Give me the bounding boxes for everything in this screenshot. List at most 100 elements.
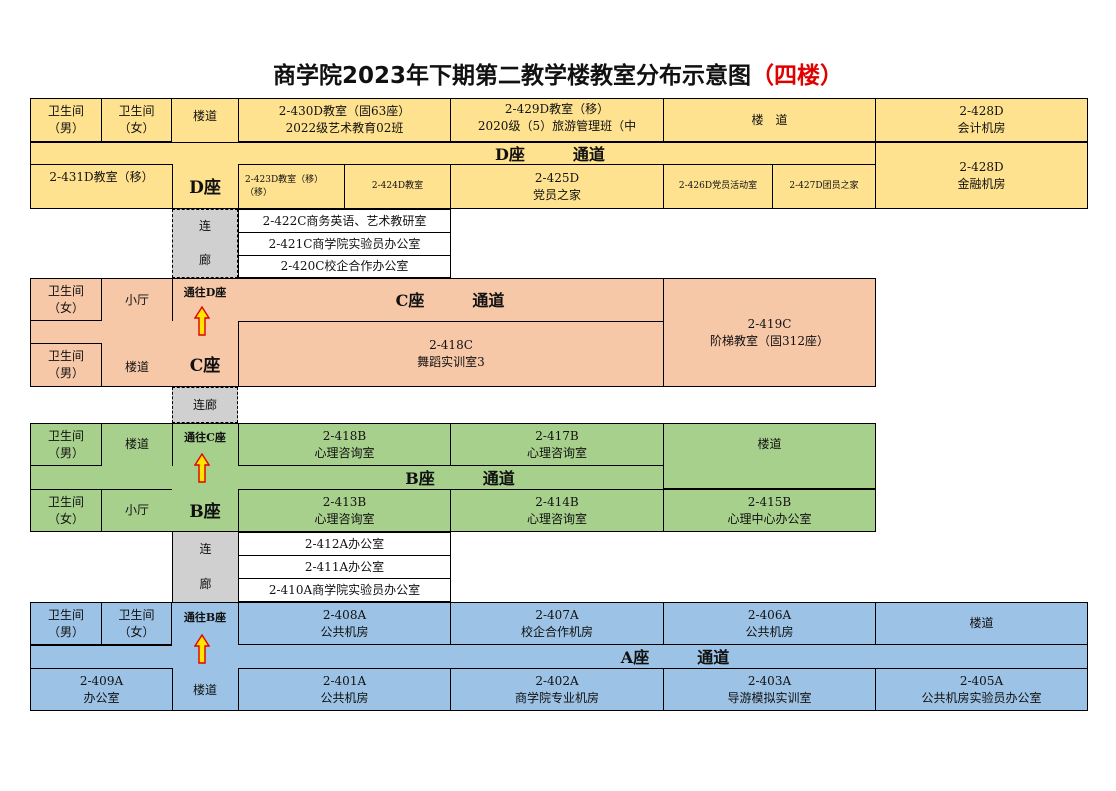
b-toilet-male[interactable]: 卫生间（男） bbox=[30, 423, 102, 466]
dc-corridor-link[interactable]: 连廊 bbox=[172, 209, 238, 278]
b-stairs-right[interactable]: 楼道 bbox=[663, 423, 876, 489]
d-toilet-female[interactable]: 卫生间（女） bbox=[101, 98, 172, 142]
label: 会计机房 bbox=[957, 121, 1006, 135]
a-stairs-right[interactable]: 楼道 bbox=[875, 602, 1088, 645]
label: 小厅 bbox=[124, 502, 149, 517]
label: 卫生间 bbox=[47, 104, 84, 118]
label: 2-412A办公室 bbox=[304, 536, 385, 551]
a-toilet-male[interactable]: 卫生间（男） bbox=[30, 602, 102, 645]
d-room-427[interactable]: 2-427D团员之家 bbox=[772, 164, 876, 209]
a-room-409[interactable]: 2-409A 办公室 bbox=[30, 668, 173, 711]
b-hall[interactable]: 小厅 bbox=[102, 498, 172, 522]
a-room-411[interactable]: 2-411A办公室 bbox=[238, 555, 451, 579]
label: C座 通道 bbox=[395, 290, 505, 310]
label: 2-403A bbox=[747, 673, 792, 688]
label: 公共机房 bbox=[745, 624, 794, 639]
d-room-424[interactable]: 2-424D教室 bbox=[344, 164, 451, 209]
a-up-arrow-icon bbox=[194, 634, 210, 664]
d-room-431[interactable]: 2-431D教室（移） bbox=[30, 164, 173, 209]
label: 金融机房 bbox=[957, 176, 1006, 191]
c-toilet-female[interactable]: 卫生间（女） bbox=[30, 278, 102, 321]
b-block-label: B座 bbox=[174, 497, 236, 527]
c-to-d-label: 通往D座 bbox=[172, 282, 238, 302]
label: 办公室 bbox=[83, 690, 120, 705]
label: （男） bbox=[47, 624, 84, 639]
label: 2-409A bbox=[79, 673, 124, 688]
d-room-426[interactable]: 2-426D党员活动室 bbox=[663, 164, 773, 209]
d-room-428-finance[interactable]: 2-428D 金融机房 bbox=[875, 142, 1088, 209]
label: 党员之家 bbox=[532, 187, 581, 202]
label: 2-428D bbox=[959, 159, 1004, 174]
label: 2-428D bbox=[959, 104, 1004, 118]
c-block-divider bbox=[172, 278, 173, 321]
d-room-430[interactable]: 2-430D教室（固63座）2022级艺术教育02班 bbox=[238, 98, 451, 142]
label: 心理咨询室 bbox=[526, 511, 587, 526]
a-room-410[interactable]: 2-410A商学院实验员办公室 bbox=[238, 578, 451, 602]
a-room-401[interactable]: 2-401A 公共机房 bbox=[238, 668, 451, 711]
a-stairs-left[interactable]: 楼道 bbox=[173, 678, 237, 702]
label: （移） bbox=[245, 187, 273, 198]
label: 2-427D团员之家 bbox=[789, 181, 859, 191]
c-room-421[interactable]: 2-421C商学院实验员办公室 bbox=[238, 232, 451, 256]
a-room-412[interactable]: 2-412A办公室 bbox=[238, 532, 451, 556]
d-corridor-label: D座 通道 bbox=[420, 142, 680, 166]
label: （女） bbox=[118, 121, 155, 135]
b-stairs-left[interactable]: 楼道 bbox=[102, 432, 172, 456]
label: 2-407A bbox=[535, 607, 579, 622]
label: 2-401A bbox=[322, 673, 367, 688]
cb-corridor-link[interactable]: 连廊 bbox=[172, 387, 238, 423]
c-room-419[interactable]: 2-419C 阶梯教室（固312座） bbox=[663, 278, 876, 387]
label: A座 通道 bbox=[620, 647, 730, 667]
label: 舞蹈实训室3 bbox=[417, 355, 485, 369]
label: 2-418C bbox=[429, 338, 473, 352]
c-room-422[interactable]: 2-422C商务英语、艺术教研室 bbox=[238, 209, 451, 233]
d-room-429[interactable]: 2-429D教室（移）2020级（5）旅游管理班（中 bbox=[450, 98, 664, 142]
d-stairs-right[interactable]: 楼 道 bbox=[663, 98, 876, 142]
c-corridor-label: C座 通道 bbox=[340, 288, 560, 312]
c-room-420[interactable]: 2-420C校企合作办公室 bbox=[238, 255, 451, 278]
a-toilet-female[interactable]: 卫生间（女） bbox=[101, 602, 172, 645]
d-toilet-male[interactable]: 卫生间（男） bbox=[30, 98, 102, 142]
d-room-428-accounting[interactable]: 2-428D 会计机房 bbox=[875, 98, 1088, 142]
label: 楼道 bbox=[192, 108, 217, 123]
label: 卫生间 bbox=[47, 428, 84, 443]
a-corridor-label: A座 通道 bbox=[545, 646, 805, 668]
label: 校企合作机房 bbox=[520, 624, 593, 639]
label: 2-413B bbox=[322, 494, 367, 509]
c-hall[interactable]: 小厅 bbox=[102, 288, 172, 312]
title-highlight: （四楼） bbox=[751, 63, 843, 89]
label: 公共机房 bbox=[320, 690, 369, 705]
d-stairs-left[interactable]: 楼道 bbox=[172, 104, 238, 128]
c-toilet-male[interactable]: 卫生间（男） bbox=[30, 343, 102, 387]
c-stairs[interactable]: 楼道 bbox=[102, 355, 172, 379]
label: 2-431D教室（移） bbox=[49, 170, 154, 184]
a-room-407[interactable]: 2-407A 校企合作机房 bbox=[450, 602, 664, 645]
label: 2-419C bbox=[747, 316, 792, 331]
label: 2-408A bbox=[322, 607, 367, 622]
label: （女） bbox=[47, 511, 84, 526]
b-room-414[interactable]: 2-414B 心理咨询室 bbox=[450, 489, 664, 532]
label: 卫生间 bbox=[47, 494, 84, 509]
label: 2-414B bbox=[535, 494, 579, 509]
ba-corridor-link[interactable]: 连廊 bbox=[172, 532, 238, 602]
label: 2-421C商学院实验员办公室 bbox=[268, 236, 421, 251]
b-corridor-label: B座 通道 bbox=[330, 467, 590, 489]
label: 2-418B bbox=[322, 428, 367, 443]
label: 楼 道 bbox=[751, 112, 788, 127]
d-room-423[interactable]: 2-423D教室（移）（移） bbox=[238, 164, 345, 209]
b-toilet-female[interactable]: 卫生间 （女） bbox=[30, 489, 102, 532]
label: 阶梯教室（固312座） bbox=[710, 333, 829, 348]
label: 连廊 bbox=[192, 397, 217, 412]
label: 2-426D党员活动室 bbox=[678, 181, 758, 191]
c-room-418[interactable]: 2-418C 舞蹈实训室3 bbox=[238, 321, 664, 387]
